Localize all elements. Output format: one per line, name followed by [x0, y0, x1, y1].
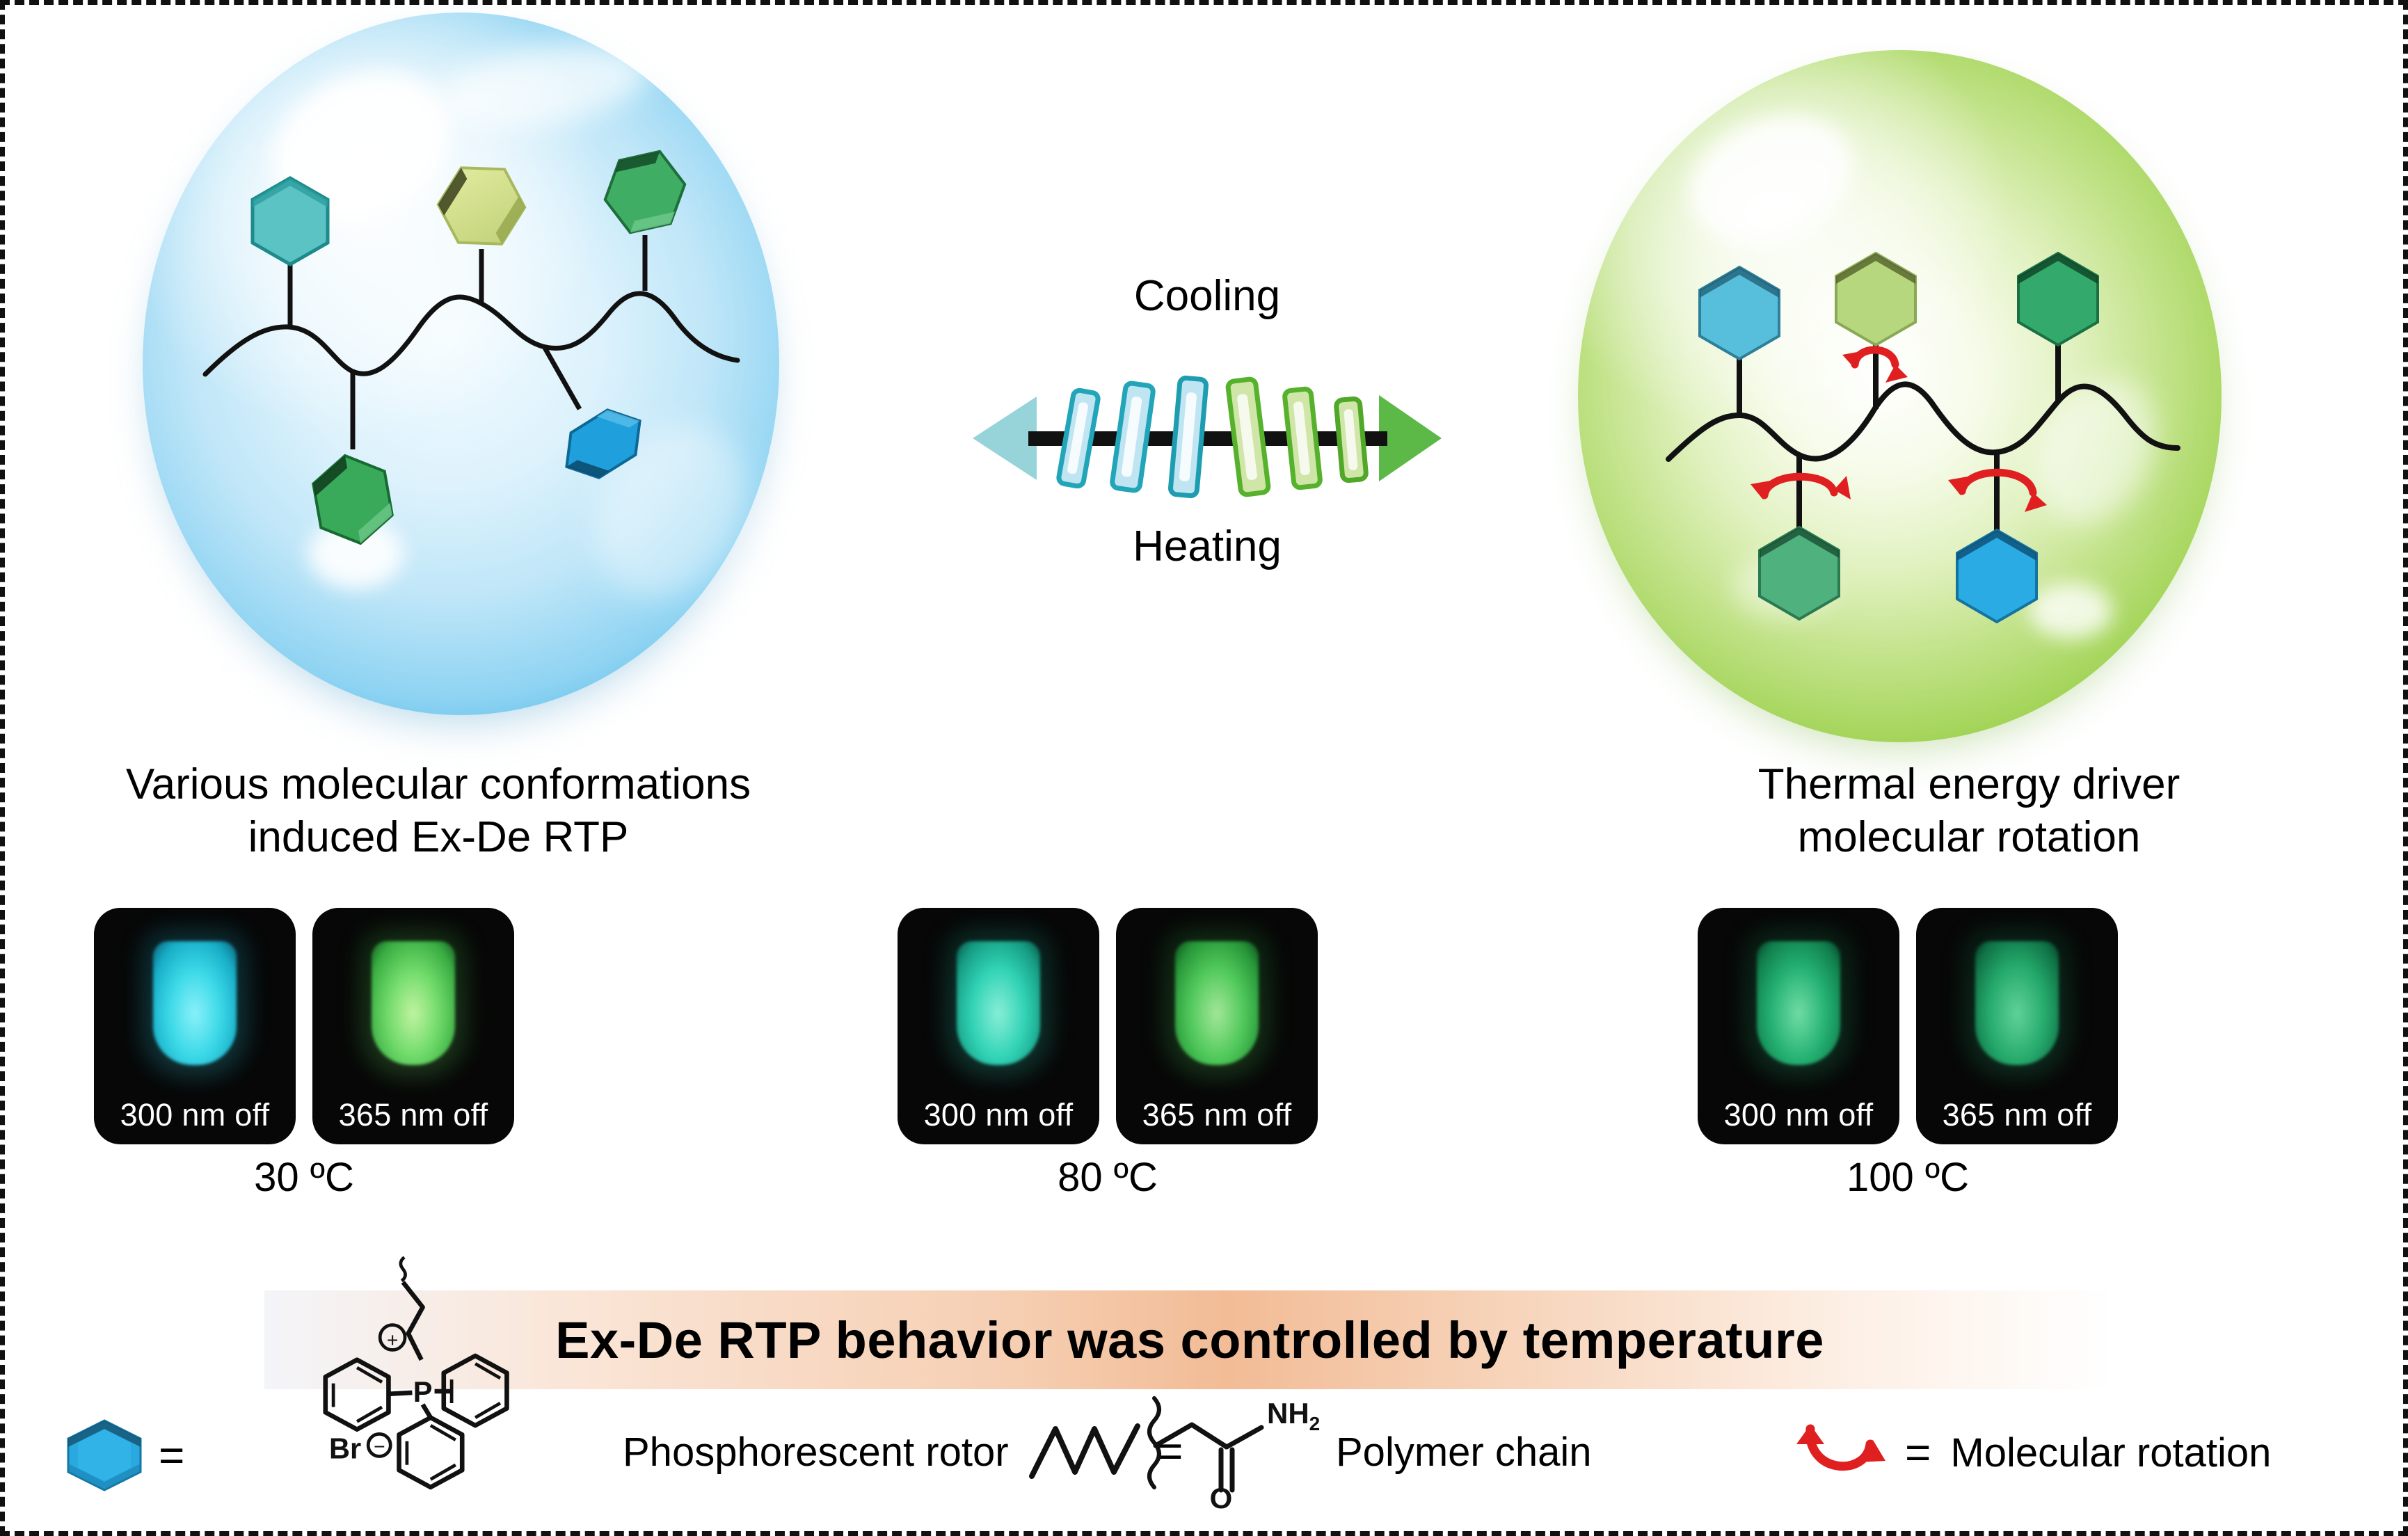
heating-label: Heating: [1133, 522, 1282, 570]
temperature-label-30c: 30 ºC: [254, 1155, 354, 1200]
photo-300nm-80c: 300 nm off: [898, 908, 1099, 1144]
left-caption: Various molecular conformations induced …: [125, 760, 751, 861]
vial-glow: [957, 941, 1040, 1065]
vial-glow: [1757, 941, 1840, 1065]
legend-text: Polymer chain: [1336, 1430, 1592, 1475]
vial-glow: [153, 941, 237, 1065]
photo-365nm-30c: 365 nm off: [312, 908, 514, 1144]
red-rotation-arrow-icon: [1796, 1424, 1885, 1471]
rotor-hexagon-lightgreen: [1835, 251, 1917, 347]
rotor-hexagon-cyan: [1698, 265, 1780, 361]
bar-group-blue: [1056, 375, 1209, 499]
polymer-backbone: [1666, 381, 2180, 462]
rotor-hexagon-green-bottom: [1758, 525, 1840, 621]
rotor-hexagon-green-topright: [603, 150, 687, 234]
rotor-hexagon-teal: [250, 176, 330, 266]
plus-charge: +: [387, 1329, 399, 1352]
acrylamide-repeat-unit-structure: O NH2: [1147, 1396, 1320, 1514]
legend-item-rotation: = Molecular rotation: [1788, 1414, 2271, 1491]
cooling-label: Cooling: [1133, 272, 1281, 320]
legend-text: Phosphorescent rotor: [623, 1430, 1009, 1475]
equals-sign: =: [159, 1430, 185, 1480]
rotation-arrowhead-6: [2025, 493, 2047, 512]
photo-label: 365 nm off: [338, 1097, 488, 1133]
photo-300nm-100c: 300 nm off: [1698, 908, 1899, 1144]
rotation-arrowhead-1: [1842, 351, 1865, 369]
photo-group-80c: 300 nm off 365 nm off 80 ºC: [898, 908, 1318, 1201]
bar-group-green: [1225, 376, 1369, 497]
rotation-arrowhead-2: [1885, 365, 1908, 383]
legend-label-rotor: Phosphorescent rotor: [623, 1429, 1009, 1475]
atom-P: P: [413, 1375, 433, 1408]
photo-365nm-80c: 365 nm off: [1116, 908, 1318, 1144]
rotation-arrowhead-3: [1751, 480, 1774, 499]
bond-4: [542, 346, 582, 410]
minus-charge: −: [374, 1436, 385, 1458]
arrowhead-right-icon: [1379, 395, 1442, 481]
atom-Br: Br: [329, 1432, 361, 1464]
legend-text: Molecular rotation: [1950, 1430, 2272, 1475]
photo-label: 300 nm off: [1723, 1097, 1874, 1133]
triphenylphosphonium-bromide-structure: P + − Br: [323, 1256, 509, 1490]
photo-group-100c: 300 nm off 365 nm off 100 ºC: [1698, 908, 2118, 1201]
polymer-backbone: [202, 291, 740, 377]
vial-glow: [1175, 941, 1259, 1065]
rotor-hexagon-green-bottom: [312, 454, 394, 545]
rotor-hexagon-blue: [565, 408, 641, 479]
right-caption: Thermal energy driver molecular rotation: [1757, 760, 2180, 861]
cooling-heating-arrow-block: Cooling: [967, 271, 1447, 605]
photo-300nm-30c: 300 nm off: [94, 908, 296, 1144]
photo-365nm-100c: 365 nm off: [1916, 908, 2118, 1144]
rotation-arrowhead-4: [1834, 476, 1851, 499]
arrowhead-left-icon: [973, 397, 1037, 480]
green-bubble: [1578, 50, 2222, 742]
legend-label-chain: Polymer chain: [1336, 1429, 1591, 1475]
photo-group-30c: 300 nm off 365 nm off 30 ºC: [94, 908, 514, 1201]
photo-label: 365 nm off: [1942, 1097, 2092, 1133]
bidirectional-arrow: [973, 375, 1442, 499]
legend-row: = P + − Br Phosphorescent rotor: [63, 1256, 2352, 1520]
photo-label: 300 nm off: [120, 1097, 270, 1133]
rotation-arrowhead-5: [1948, 476, 1972, 495]
equals-sign: =: [1905, 1427, 1931, 1478]
atom-NH2: NH2: [1267, 1397, 1320, 1434]
polymer-molecule-upright: [1666, 251, 2180, 624]
photo-label: 365 nm off: [1142, 1097, 1292, 1133]
rotor-hexagon-lightgreen: [436, 166, 527, 246]
vial-glow: [1975, 941, 2059, 1065]
atom-O: O: [1210, 1482, 1233, 1514]
legend-item-rotor: =: [63, 1418, 197, 1493]
summary-banner: Ex-De RTP behavior was controlled by tem…: [264, 1290, 2115, 1389]
zigzag-chain-icon: [1029, 1423, 1140, 1479]
polymer-molecule-tilted: [202, 150, 740, 545]
temperature-label-100c: 100 ºC: [1847, 1155, 1969, 1200]
blue-bubble: [143, 13, 779, 715]
vial-glow: [372, 941, 455, 1065]
temperature-label-80c: 80 ºC: [1058, 1155, 1158, 1200]
photo-label: 300 nm off: [923, 1097, 1074, 1133]
banner-text: Ex-De RTP behavior was controlled by tem…: [555, 1311, 1824, 1369]
rotor-hexagon-blue-bottom: [1956, 528, 2038, 624]
rotor-hexagon-green-right: [2017, 251, 2099, 347]
blue-hexagon-icon: [67, 1419, 142, 1491]
